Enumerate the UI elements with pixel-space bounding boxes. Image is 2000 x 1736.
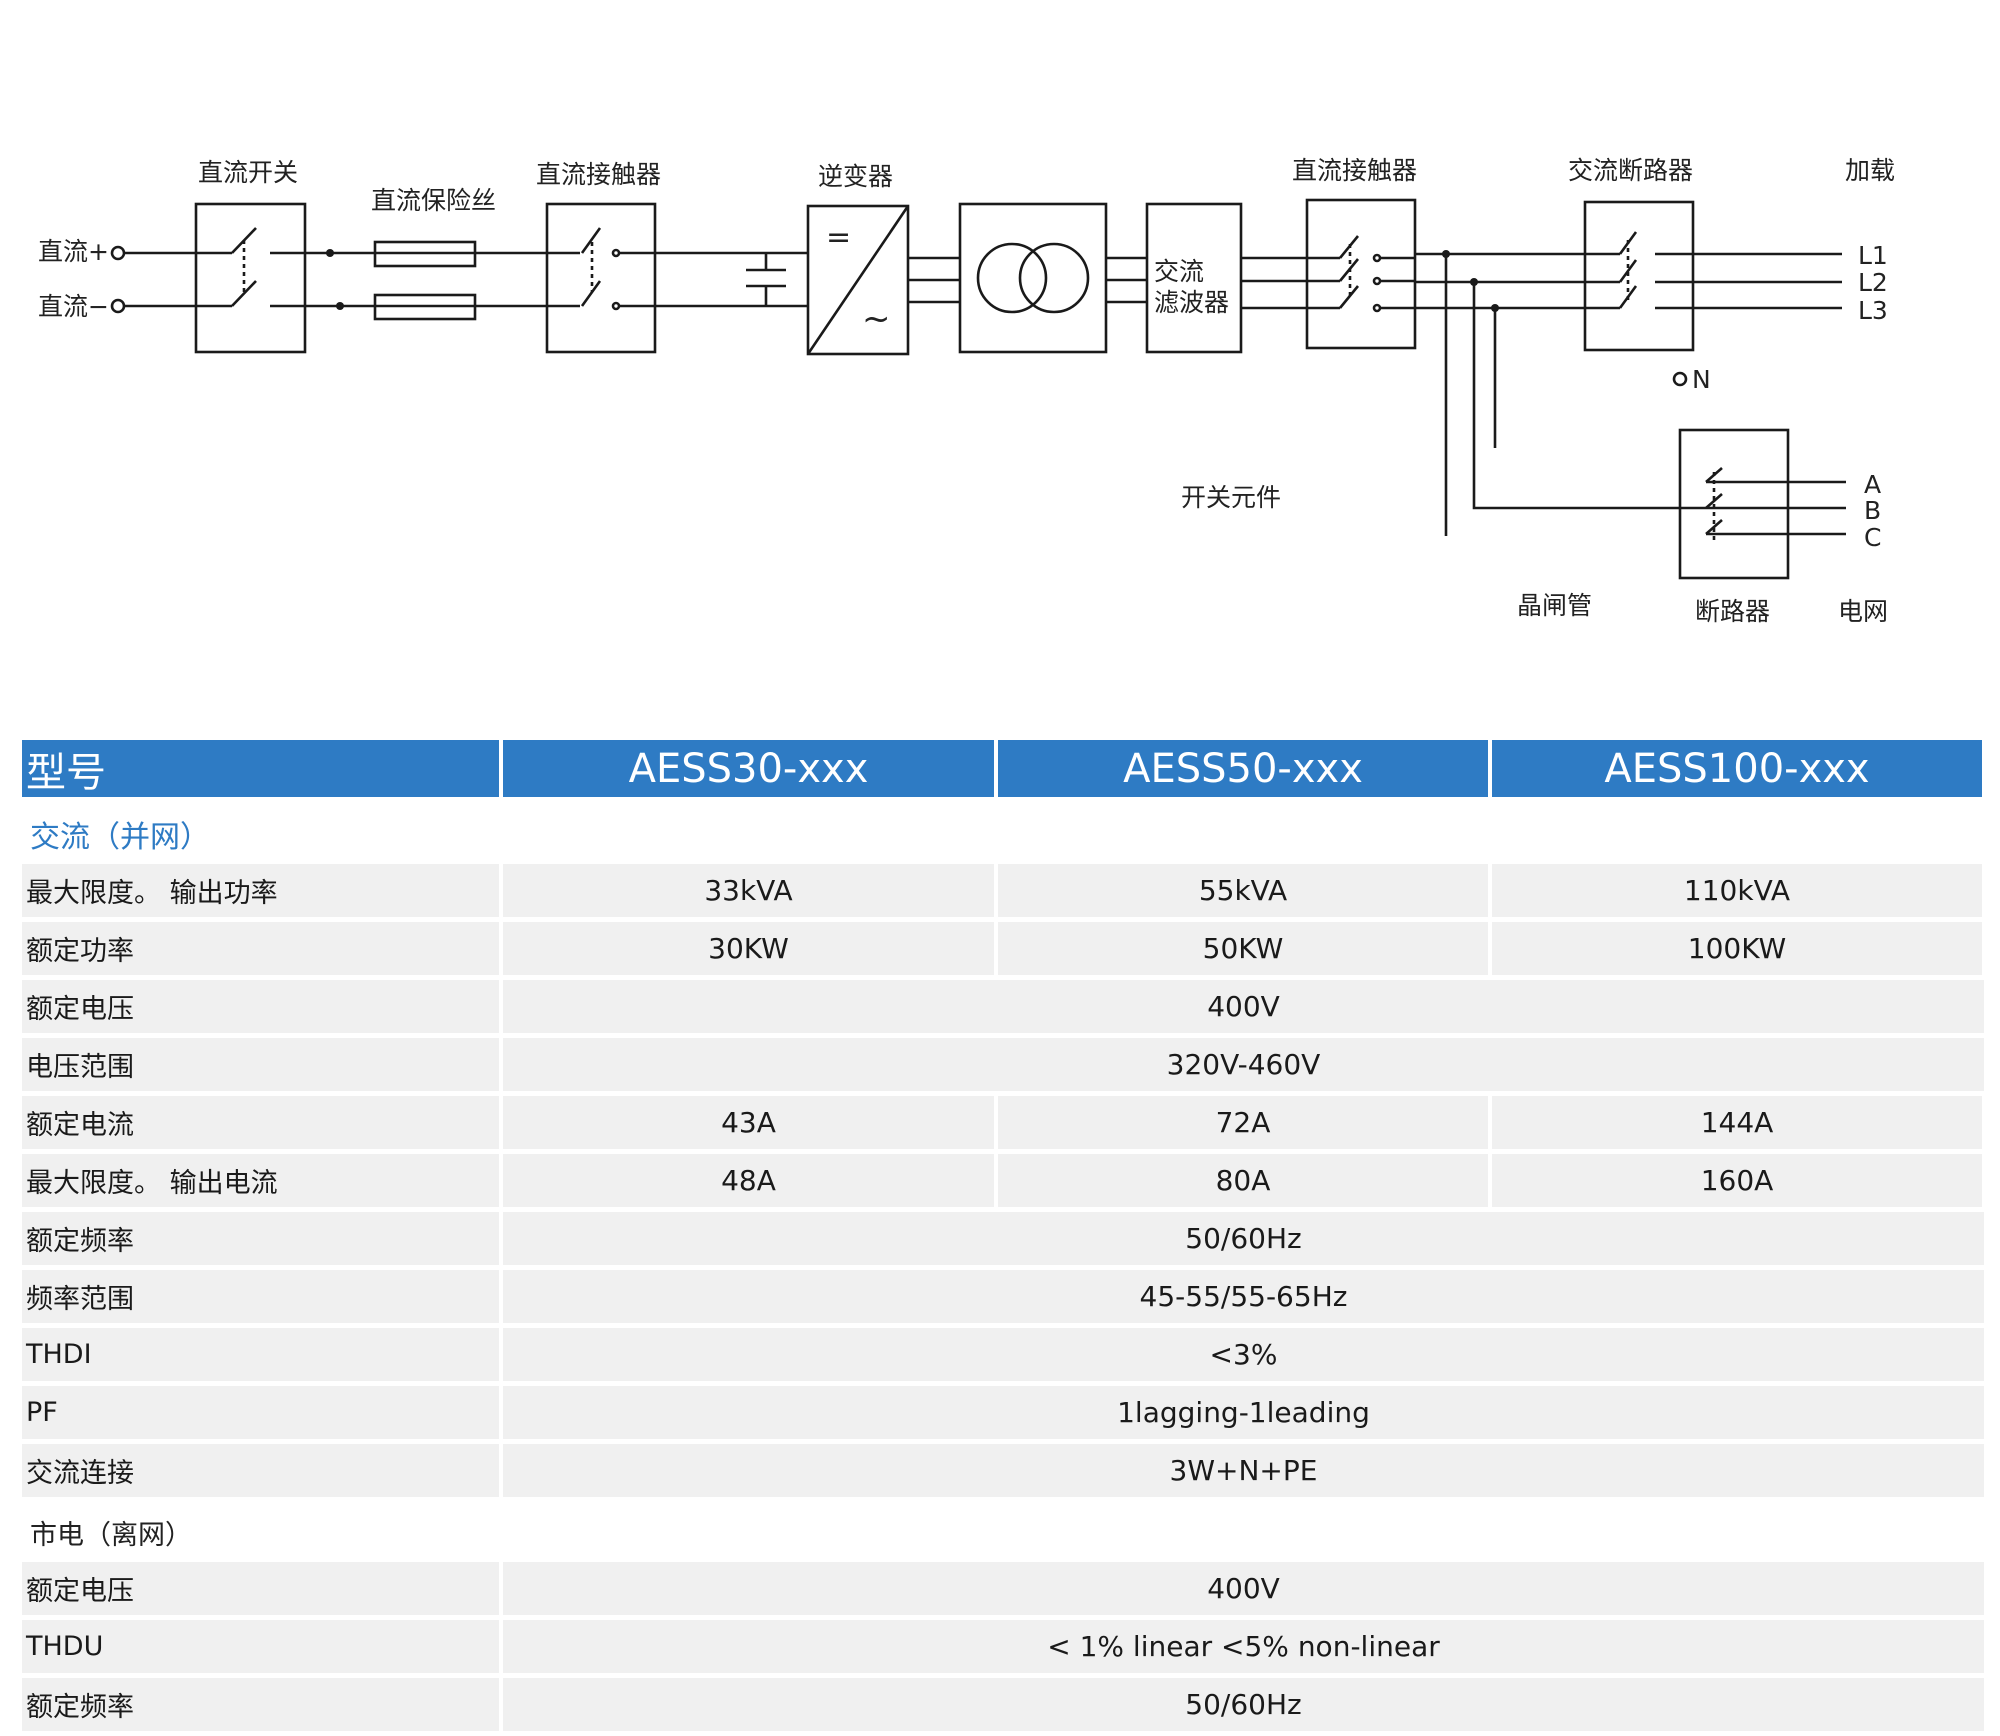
row-value: 48A bbox=[503, 1154, 994, 1207]
transformer-coil-2 bbox=[1018, 242, 1090, 314]
row-label: PF bbox=[22, 1386, 499, 1439]
row-value: 50/60Hz bbox=[503, 1212, 1984, 1265]
row-value: 50/60Hz bbox=[503, 1678, 1984, 1731]
label-dc-contactor-1: 直流接触器 bbox=[536, 160, 661, 189]
row-label: 额定电流 bbox=[22, 1096, 499, 1149]
system-block-diagram: 直流开关 直流保险丝 直流接触器 逆变器 直流接触器 交流断路器 加载 直流+ … bbox=[38, 156, 1895, 626]
row-label: 额定功率 bbox=[22, 922, 499, 975]
row-value: 320V-460V bbox=[503, 1038, 1984, 1091]
row-value: 400V bbox=[503, 1562, 1984, 1615]
row-value: 100KW bbox=[1492, 922, 1982, 975]
label-load: 加载 bbox=[1845, 156, 1895, 185]
transformer-coil-1 bbox=[976, 242, 1048, 314]
label-grid: 电网 bbox=[1838, 597, 1888, 626]
label-l3: L3 bbox=[1858, 296, 1888, 325]
row-label: THDU bbox=[22, 1620, 499, 1673]
ac-breaker-block bbox=[1583, 200, 1695, 352]
row-value: 50KW bbox=[998, 922, 1488, 975]
label-dc-fuse: 直流保险丝 bbox=[371, 186, 496, 215]
ac-filter-label-line1: 交流 bbox=[1154, 257, 1204, 286]
label-inverter: 逆变器 bbox=[818, 162, 893, 191]
row-value: 30KW bbox=[503, 922, 994, 975]
label-c: C bbox=[1864, 523, 1881, 552]
row-label: 额定电压 bbox=[22, 980, 499, 1033]
row-label: 频率范围 bbox=[22, 1270, 499, 1323]
row-value: 110kVA bbox=[1492, 864, 1982, 917]
label-thyristor: 晶闸管 bbox=[1517, 591, 1592, 620]
grid-breaker-block bbox=[1678, 428, 1790, 580]
table-row: THDI<3% bbox=[22, 1328, 1984, 1381]
header-model-aess50: AESS50-xxx bbox=[998, 740, 1488, 797]
row-value: 3W+N+PE bbox=[503, 1444, 1984, 1497]
row-value: 160A bbox=[1492, 1154, 1982, 1207]
row-value: 80A bbox=[998, 1154, 1488, 1207]
ac-filter-block bbox=[1145, 202, 1243, 354]
row-value: 1lagging-1leading bbox=[503, 1386, 1984, 1439]
label-dc-switch: 直流开关 bbox=[198, 158, 298, 187]
neutral-terminal bbox=[1672, 371, 1688, 387]
row-value: 144A bbox=[1492, 1096, 1982, 1149]
label-n: N bbox=[1692, 365, 1711, 394]
label-l2: L2 bbox=[1858, 268, 1888, 297]
transformer-block bbox=[958, 202, 1108, 354]
dc-plus-terminal bbox=[110, 245, 126, 261]
section-off-grid: 市电（离网） bbox=[30, 1519, 192, 1551]
table-header: 型号 AESS30-xxx AESS50-xxx AESS100-xxx bbox=[22, 740, 1984, 797]
row-label: 额定电压 bbox=[22, 1562, 499, 1615]
row-label: THDI bbox=[22, 1328, 499, 1381]
row-label: 额定频率 bbox=[22, 1678, 499, 1731]
label-breaker: 断路器 bbox=[1695, 597, 1770, 626]
row-value: 400V bbox=[503, 980, 1984, 1033]
dc-contactor-2-block bbox=[1305, 198, 1417, 350]
row-value: 45-55/55-65Hz bbox=[503, 1270, 1984, 1323]
dc-contactor-1-block bbox=[545, 202, 657, 354]
dc-minus-terminal bbox=[110, 298, 126, 314]
label-switch-element: 开关元件 bbox=[1181, 483, 1281, 512]
header-model-aess30: AESS30-xxx bbox=[503, 740, 994, 797]
row-value: <3% bbox=[503, 1328, 1984, 1381]
row-value: 43A bbox=[503, 1096, 994, 1149]
row-label: 最大限度。 输出电流 bbox=[22, 1154, 499, 1207]
row-value: 72A bbox=[998, 1096, 1488, 1149]
row-value: 55kVA bbox=[998, 864, 1488, 917]
label-l1: L1 bbox=[1858, 241, 1888, 270]
header-model-aess100: AESS100-xxx bbox=[1492, 740, 1982, 797]
row-label: 交流连接 bbox=[22, 1444, 499, 1497]
label-dc-contactor-2: 直流接触器 bbox=[1292, 156, 1417, 185]
row-label: 额定频率 bbox=[22, 1212, 499, 1265]
dc-switch-block bbox=[194, 202, 307, 354]
row-value: 33kVA bbox=[503, 864, 994, 917]
table-row: THDU< 1% linear <5% non-linear bbox=[22, 1620, 1984, 1673]
row-label: 最大限度。 输出功率 bbox=[22, 864, 499, 917]
row-value: < 1% linear <5% non-linear bbox=[503, 1620, 1984, 1673]
label-a: A bbox=[1864, 470, 1881, 499]
ac-filter-label-line2: 滤波器 bbox=[1154, 288, 1229, 317]
section-ac-grid: 交流（并网） bbox=[30, 820, 210, 855]
inverter-ac-symbol: ~ bbox=[862, 299, 891, 339]
spec-table: 型号 AESS30-xxx AESS50-xxx AESS100-xxx 交流（… bbox=[22, 740, 1984, 1736]
inverter-dc-symbol: = bbox=[826, 220, 851, 255]
header-model-label: 型号 bbox=[22, 740, 499, 797]
label-dc-plus: 直流+ bbox=[38, 237, 109, 266]
row-label: 电压范围 bbox=[22, 1038, 499, 1091]
label-dc-minus: 直流− bbox=[38, 292, 109, 321]
label-b: B bbox=[1864, 496, 1881, 525]
label-ac-breaker: 交流断路器 bbox=[1568, 156, 1693, 185]
